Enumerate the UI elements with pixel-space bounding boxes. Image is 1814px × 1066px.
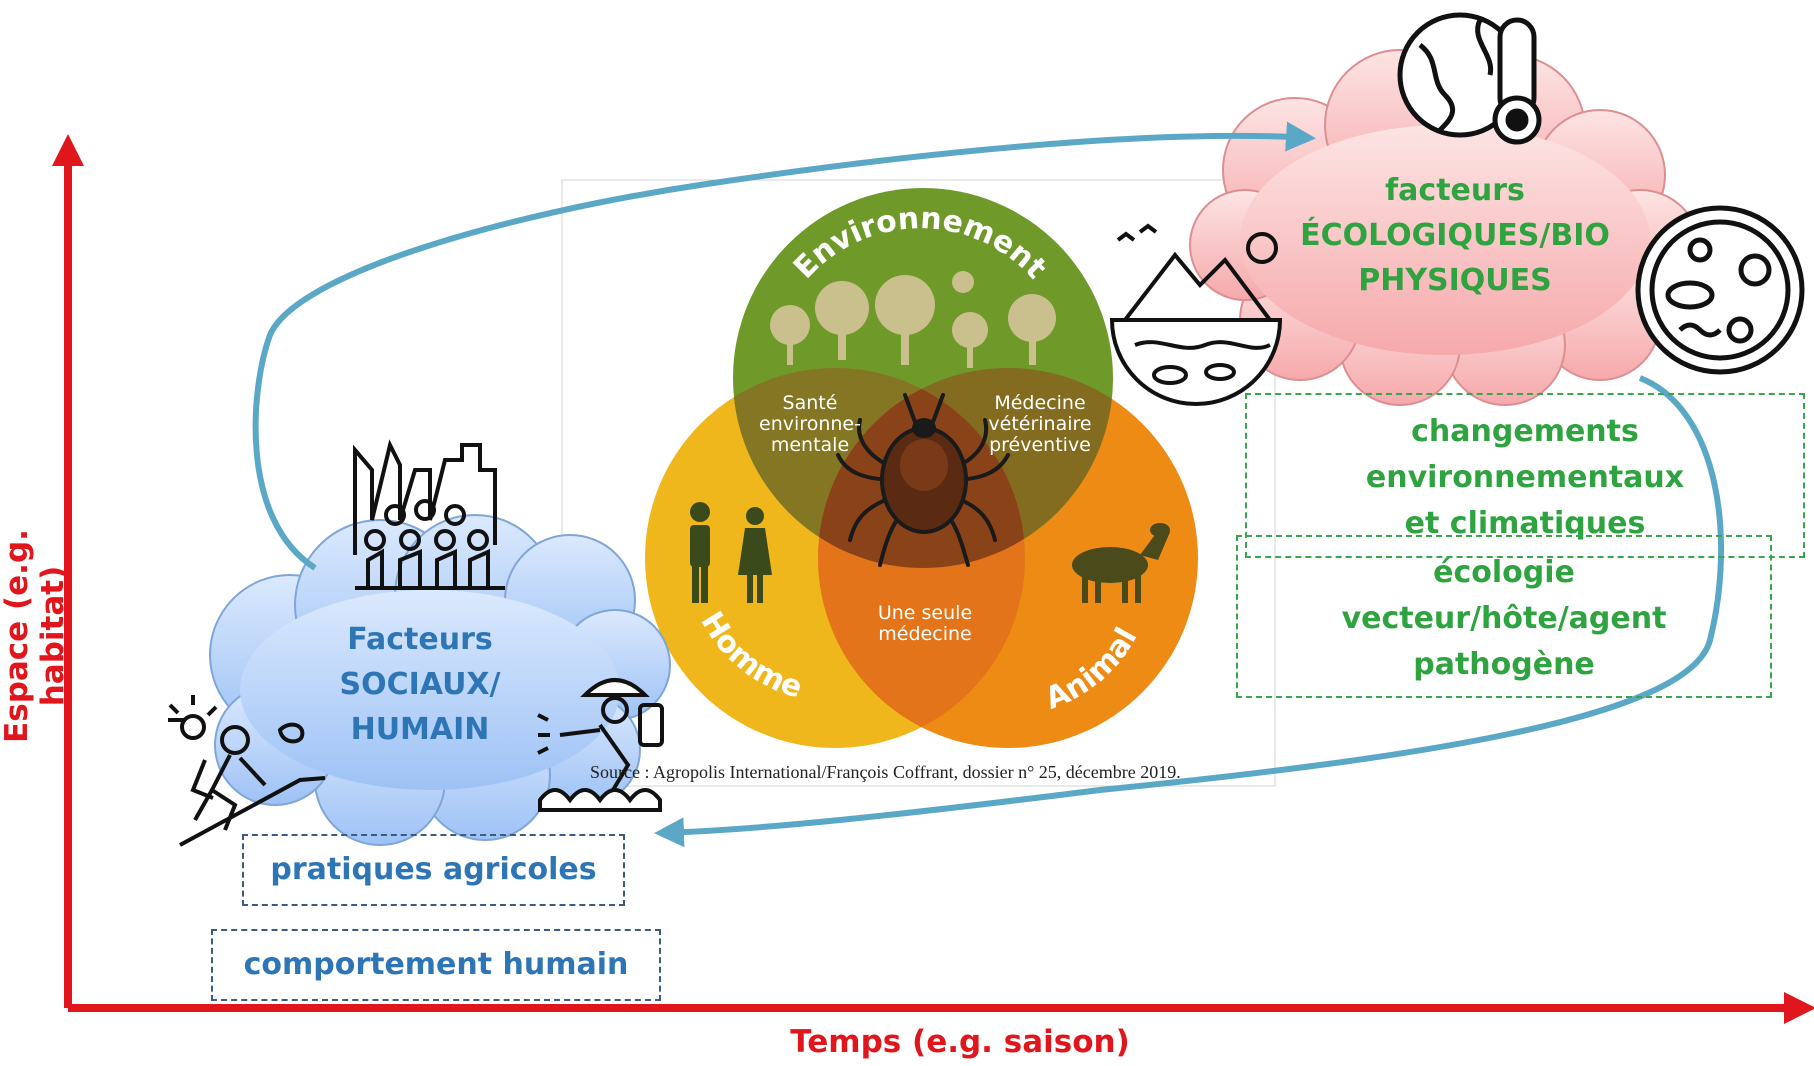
globe-thermometer-icon bbox=[1397, 12, 1542, 145]
environment-label: Environnement bbox=[787, 201, 1053, 286]
goat-icon bbox=[1072, 523, 1170, 603]
trees-icon bbox=[770, 271, 1056, 368]
human-label: Homme bbox=[694, 606, 807, 706]
feedback-arrow-bottom[interactable] bbox=[654, 375, 1725, 848]
human-behaviour-label: comportement humain bbox=[243, 947, 629, 982]
tick-icon bbox=[836, 393, 1010, 567]
farmer-icon bbox=[537, 678, 664, 812]
feedback-arrow-top[interactable] bbox=[252, 121, 1316, 571]
agricultural-practices-box: pratiques agricoles bbox=[242, 834, 625, 906]
microbe-icon bbox=[1635, 205, 1805, 375]
crowd-city-icon bbox=[353, 439, 505, 590]
people-icon bbox=[690, 502, 772, 603]
social-cloud bbox=[209, 514, 671, 846]
human-behaviour-box: comportement humain bbox=[211, 929, 661, 1001]
venn-caption: Source : Agropolis International/Françoi… bbox=[590, 762, 1181, 782]
y-axis-label: Espace (e.g. habitat) bbox=[0, 529, 71, 743]
x-axis-label: Temps (e.g. saison) bbox=[790, 1024, 1130, 1060]
hiker-icon bbox=[168, 695, 326, 847]
animal-label: Animal bbox=[1040, 622, 1144, 717]
venn-diagram bbox=[645, 188, 1198, 748]
nature-icon bbox=[1109, 223, 1283, 406]
agricultural-practices-label: pratiques agricoles bbox=[270, 852, 597, 887]
